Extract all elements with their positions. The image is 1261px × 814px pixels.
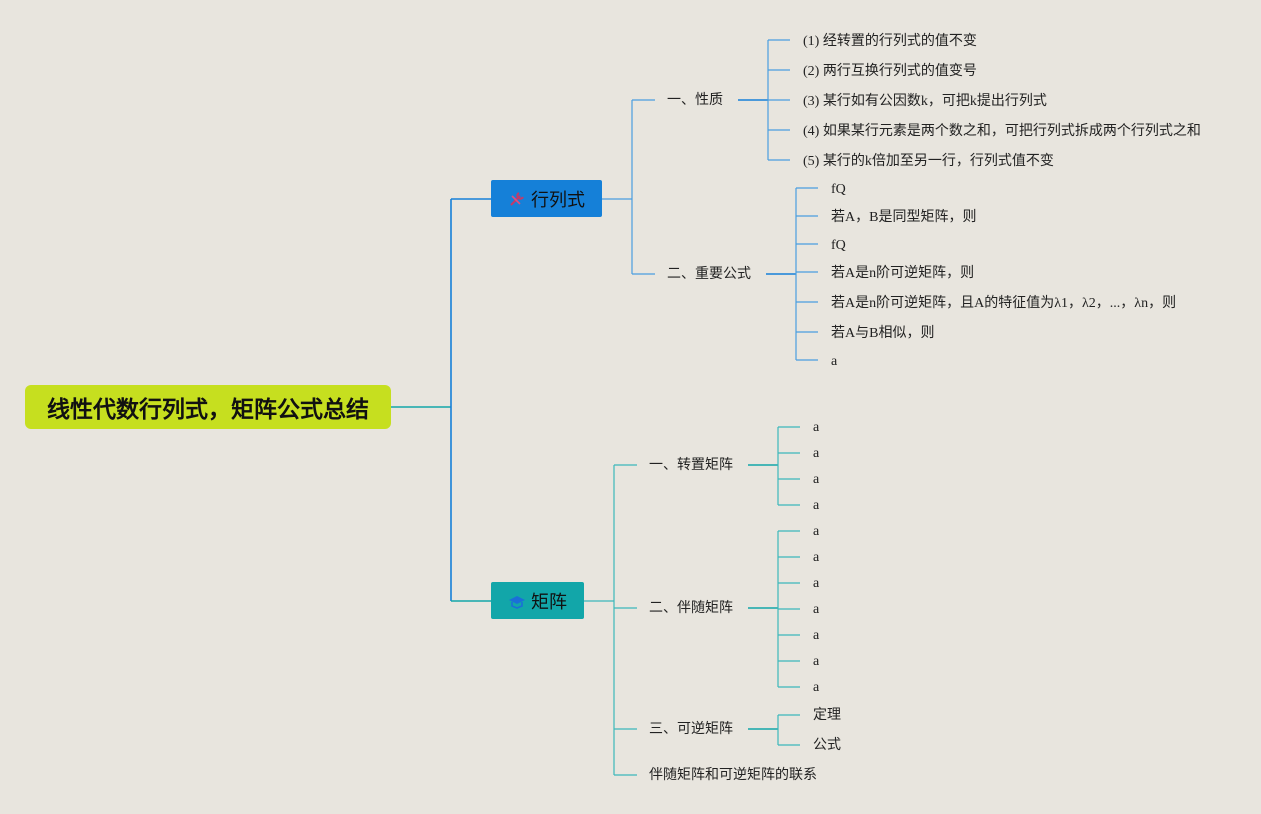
leaf-inverse-theorem[interactable]: 定理 (813, 708, 841, 723)
branch-label: 矩阵 (531, 591, 567, 612)
leaf-adjugate-5[interactable]: a (813, 628, 820, 643)
root-node[interactable]: 线性代数行列式，矩阵公式总结 (25, 385, 391, 429)
branch-node-matrix[interactable]: 矩阵 (491, 582, 584, 619)
leaf-adjugate-2[interactable]: a (813, 550, 820, 565)
leaf-adjugate-7[interactable]: a (813, 680, 820, 695)
root-title: 线性代数行列式，矩阵公式总结 (47, 396, 369, 422)
leaf-property-3[interactable]: (3) 某行如有公因数k，可把k提出行列式 (803, 94, 1047, 109)
leaf-adjugate-4[interactable]: a (813, 602, 820, 617)
leaf-transpose-4[interactable]: a (813, 498, 820, 513)
leaf-formula-2[interactable]: 若A，B是同型矩阵，则 (831, 210, 977, 225)
branch-node-determinant[interactable]: 行列式 (491, 180, 602, 217)
leaf-formula-5[interactable]: 若A是n阶可逆矩阵，且A的特征值为λ1，λ2，...，λn，则 (831, 296, 1177, 311)
leaf-inverse-formula[interactable]: 公式 (813, 738, 841, 753)
topic-inverse-matrix[interactable]: 三、可逆矩阵 (649, 722, 733, 737)
leaf-property-4[interactable]: (4) 如果某行元素是两个数之和，可把行列式拆成两个行列式之和 (803, 124, 1201, 139)
topic-adjugate-matrix[interactable]: 二、伴随矩阵 (649, 601, 733, 616)
leaf-transpose-3[interactable]: a (813, 472, 820, 487)
leaf-formula-7[interactable]: a (831, 354, 838, 369)
leaf-formula-3[interactable]: fQ (831, 238, 846, 253)
topic-properties[interactable]: 一、性质 (667, 93, 723, 108)
leaf-property-5[interactable]: (5) 某行的k倍加至另一行，行列式值不变 (803, 154, 1054, 169)
topic-adjugate-inverse-relation[interactable]: 伴随矩阵和可逆矩阵的联系 (649, 768, 817, 783)
leaf-formula-4[interactable]: 若A是n阶可逆矩阵，则 (831, 266, 975, 281)
leaf-formula-1[interactable]: fQ (831, 182, 846, 197)
leaf-transpose-1[interactable]: a (813, 420, 820, 435)
leaf-transpose-2[interactable]: a (813, 446, 820, 461)
topic-transpose-matrix[interactable]: 一、转置矩阵 (649, 458, 733, 473)
leaf-formula-6[interactable]: 若A与B相似，则 (831, 326, 935, 341)
tools-icon (508, 190, 526, 208)
leaf-adjugate-6[interactable]: a (813, 654, 820, 669)
topic-important-formulas[interactable]: 二、重要公式 (667, 267, 751, 282)
leaf-adjugate-1[interactable]: a (813, 524, 820, 539)
leaf-property-2[interactable]: (2) 两行互换行列式的值变号 (803, 64, 977, 79)
leaf-adjugate-3[interactable]: a (813, 576, 820, 591)
branch-label: 行列式 (531, 189, 585, 210)
graduation-cap-icon (508, 592, 526, 610)
leaf-property-1[interactable]: (1) 经转置的行列式的值不变 (803, 34, 977, 49)
